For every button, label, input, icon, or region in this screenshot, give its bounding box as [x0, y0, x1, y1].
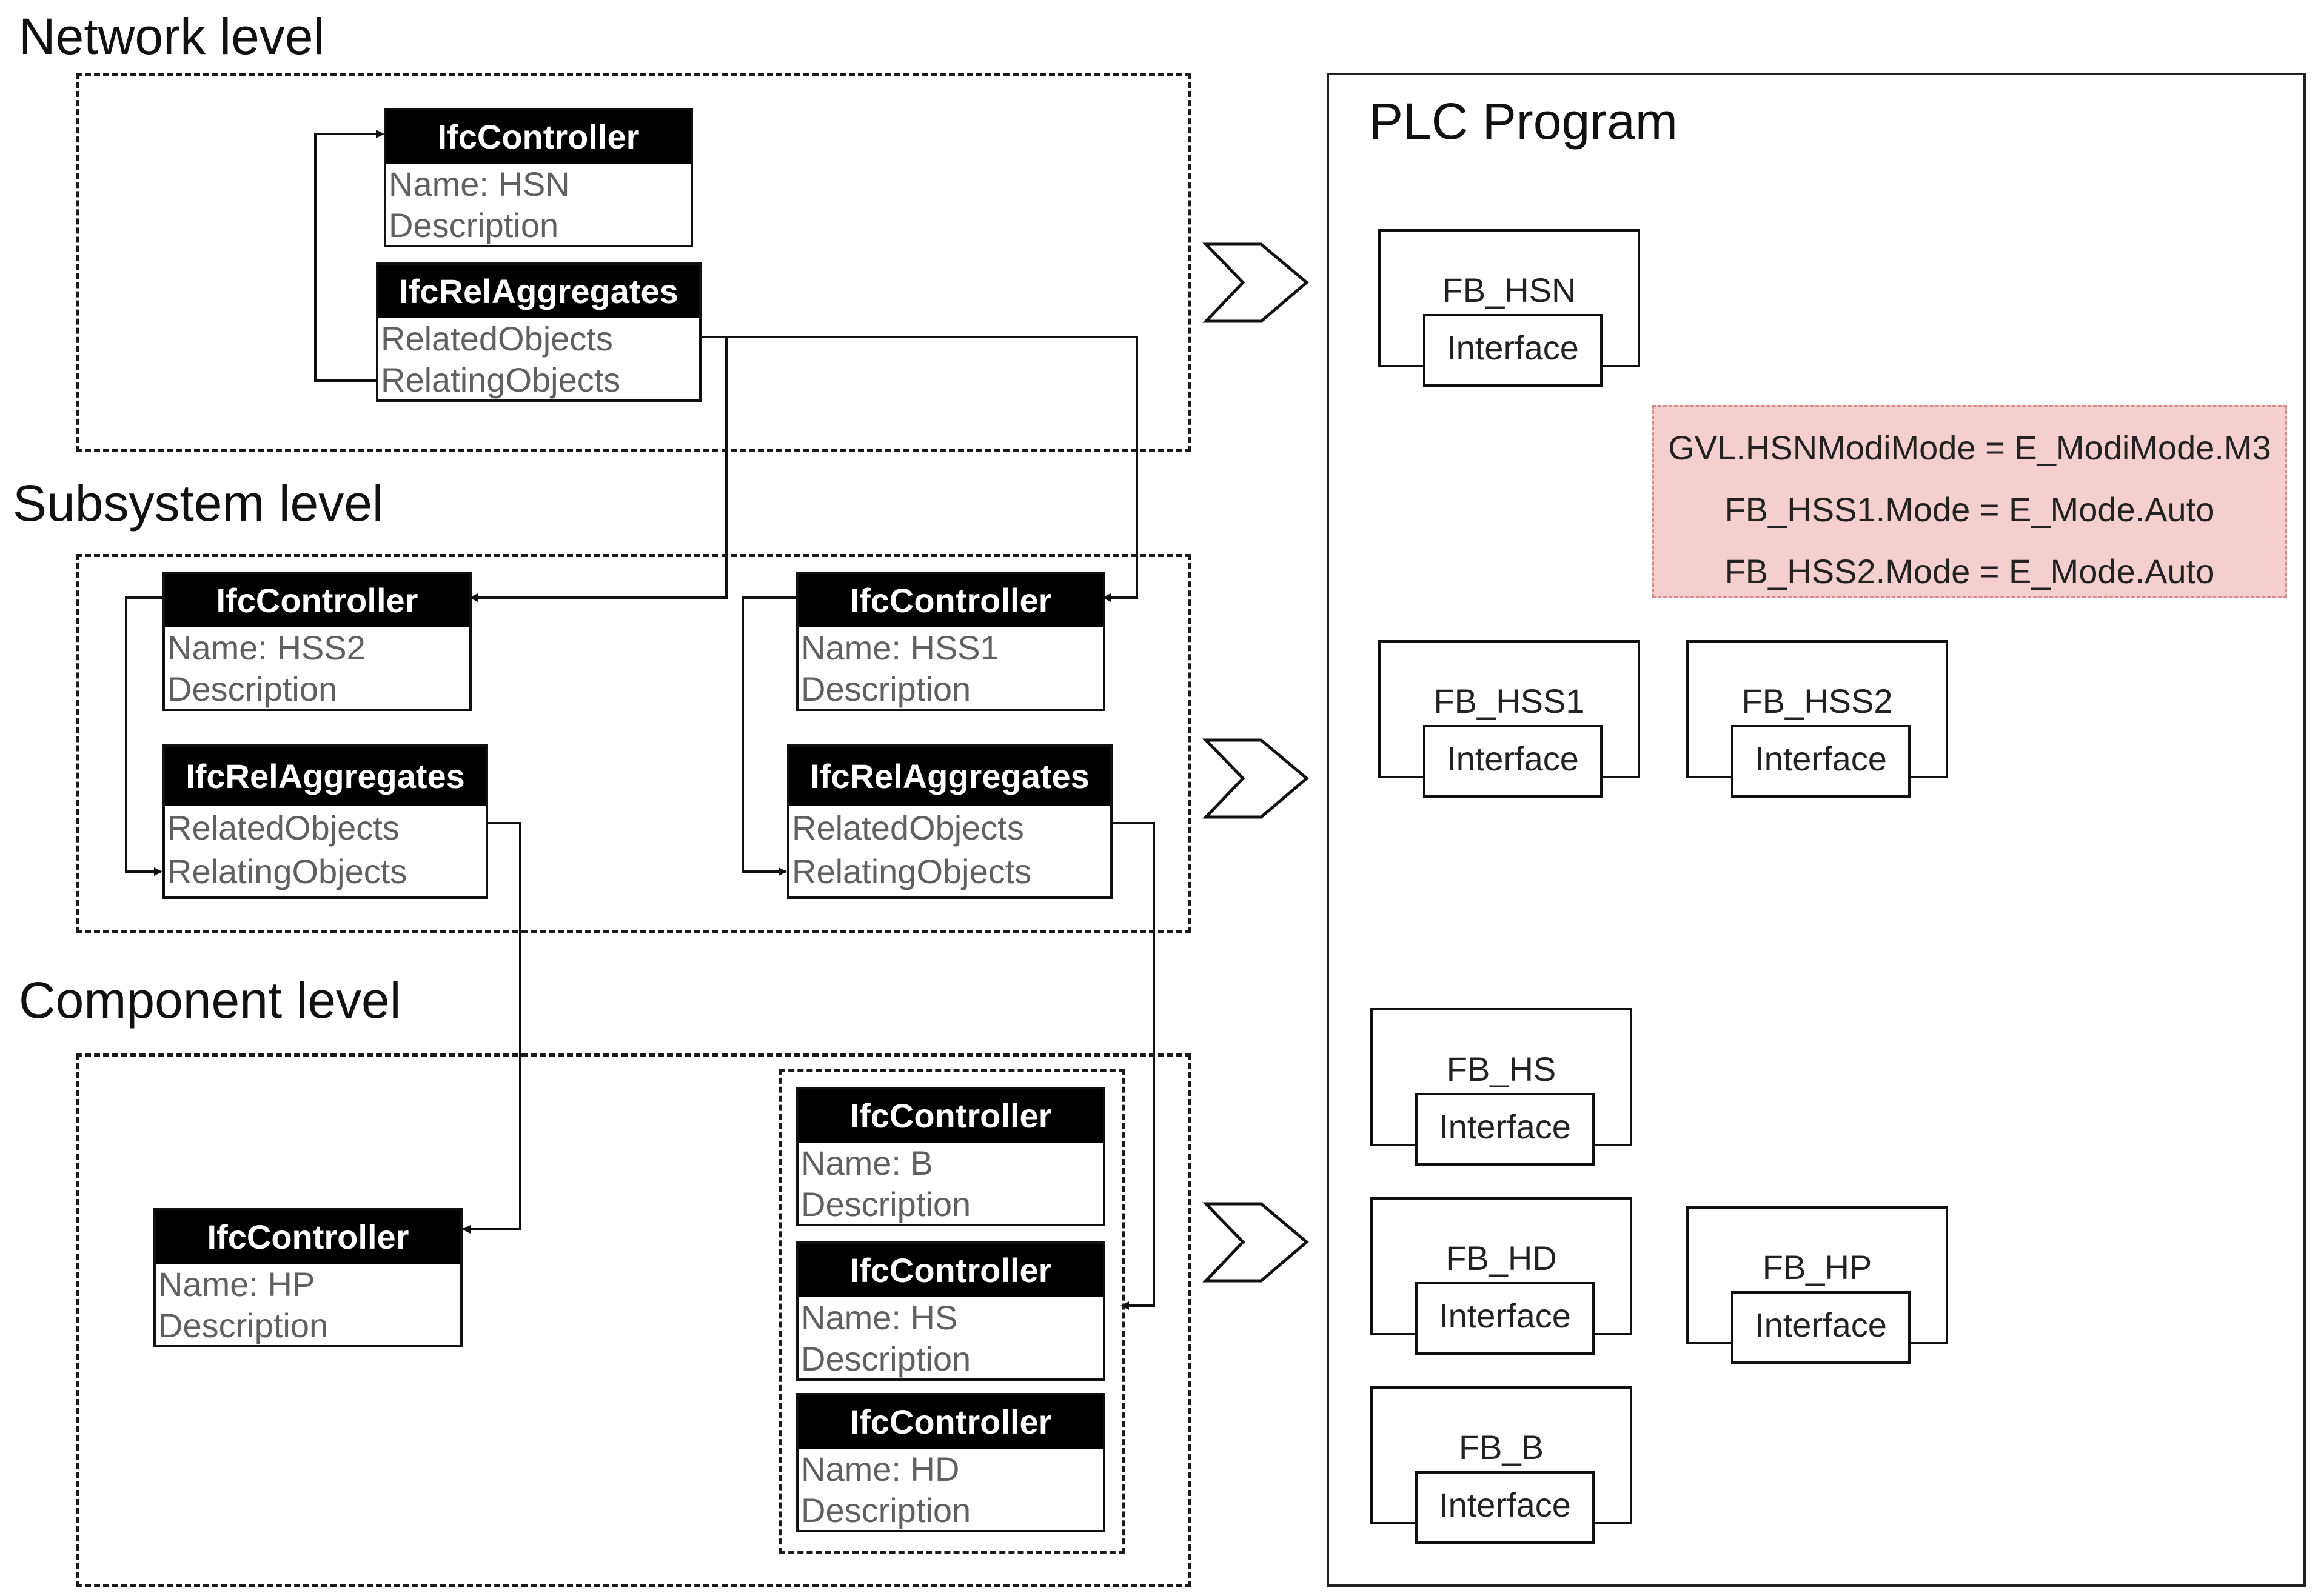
- fb-hsn: FB_HSN Interface: [1378, 229, 1640, 387]
- ifc-controller-header: IfcController: [156, 1210, 460, 1264]
- ifc-controller-name: Name: HS: [801, 1298, 958, 1337]
- fb-hd: FB_HD Interface: [1370, 1197, 1632, 1355]
- ifc-controller-header: IfcController: [386, 110, 691, 164]
- ifc-rel-aggregates-header: IfcRelAggregates: [378, 265, 699, 318]
- ifc-controller-hs: IfcController Name: HS Description: [796, 1241, 1105, 1381]
- ifc-controller-header: IfcController: [799, 1244, 1103, 1297]
- subsystem-level-title: Subsystem level: [13, 475, 384, 532]
- ifc-controller-name: Name: HP: [158, 1265, 315, 1303]
- component-level-container: [76, 1053, 1191, 1587]
- ifc-controller-b: IfcController Name: B Description: [796, 1087, 1105, 1226]
- level-chevron-network: [1202, 242, 1309, 323]
- relating-objects-label: RelatingObjects: [792, 852, 1032, 890]
- fb-interface: Interface: [1423, 725, 1603, 798]
- ifc-controller-name: Name: HSN: [389, 165, 570, 203]
- note-line-hss2-mode: FB_HSS2.Mode = E_Mode.Auto: [1724, 552, 2215, 590]
- ifc-controller-description: Description: [801, 1185, 971, 1223]
- fb-name: FB_B: [1458, 1428, 1544, 1466]
- fb-name: FB_HSS1: [1433, 682, 1585, 720]
- level-chevron-subsystem: [1202, 738, 1309, 819]
- fb-name: FB_HP: [1762, 1248, 1872, 1286]
- ifc-controller-header: IfcController: [799, 574, 1103, 627]
- fb-interface: Interface: [1423, 314, 1603, 387]
- note-line-hss1-mode: FB_HSS1.Mode = E_Mode.Auto: [1724, 490, 2215, 529]
- fb-name: FB_HSS2: [1741, 682, 1893, 720]
- related-objects-label: RelatedObjects: [792, 809, 1024, 847]
- ifc-controller-name: Name: HSS1: [801, 629, 999, 667]
- level-chevron-component: [1202, 1202, 1309, 1283]
- network-level-container: [76, 73, 1191, 452]
- ifc-controller-name: Name: HD: [801, 1450, 960, 1488]
- network-level-title: Network level: [19, 8, 325, 65]
- ifc-controller-description: Description: [801, 1340, 971, 1378]
- ifc-controller-header: IfcController: [165, 574, 469, 627]
- fb-hs: FB_HS Interface: [1370, 1008, 1632, 1166]
- note-line-modi-mode: GVL.HSNModiMode = E_ModiMode.M3: [1668, 429, 2271, 467]
- related-objects-label: RelatedObjects: [167, 809, 400, 847]
- ifc-controller-description: Description: [801, 670, 971, 708]
- fb-interface: Interface: [1415, 1282, 1595, 1355]
- ifc-controller-description: Description: [801, 1491, 971, 1529]
- component-group-container: [779, 1069, 1125, 1554]
- ifc-controller-header: IfcController: [799, 1395, 1103, 1449]
- fb-interface: Interface: [1731, 725, 1911, 798]
- ifc-controller-name: Name: B: [801, 1144, 933, 1182]
- ifc-rel-aggregates-header: IfcRelAggregates: [789, 747, 1110, 806]
- connector-hss2-loop: [125, 596, 162, 876]
- ifc-controller-header: IfcController: [799, 1089, 1103, 1143]
- fb-hss2: FB_HSS2 Interface: [1686, 640, 1948, 798]
- relating-objects-label: RelatingObjects: [167, 852, 407, 890]
- ifc-rel-aggregates-hss1: IfcRelAggregates RelatedObjects Relating…: [787, 744, 1113, 899]
- ifc-controller-hd: IfcController Name: HD Description: [796, 1393, 1105, 1532]
- ifc-controller-hss2: IfcController Name: HSS2 Description: [162, 572, 472, 711]
- fb-hp: FB_HP Interface: [1686, 1206, 1948, 1364]
- related-objects-label: RelatedObjects: [381, 319, 613, 358]
- ifc-controller-description: Description: [389, 206, 559, 244]
- relating-objects-label: RelatingObjects: [381, 361, 621, 399]
- fb-interface: Interface: [1415, 1471, 1595, 1544]
- connector-hss1-loop: [742, 596, 796, 876]
- connector-hss1-to-group: [1111, 822, 1155, 1310]
- mode-assignment-note: GVL.HSNModiMode = E_ModiMode.M3 FB_HSS1.…: [1652, 405, 2287, 598]
- ifc-controller-hsn: IfcController Name: HSN Description: [384, 108, 693, 247]
- plc-program-title: PLC Program: [1369, 93, 1678, 150]
- ifc-controller-description: Description: [167, 670, 338, 708]
- ifc-controller-description: Description: [158, 1306, 329, 1344]
- fb-name: FB_HSN: [1442, 271, 1576, 309]
- fb-name: FB_HD: [1445, 1239, 1557, 1277]
- ifc-controller-hp: IfcController Name: HP Description: [153, 1208, 463, 1347]
- ifc-rel-aggregates-hss2: IfcRelAggregates RelatedObjects Relating…: [162, 744, 488, 899]
- fb-hss1: FB_HSS1 Interface: [1378, 640, 1640, 798]
- connector-hsn-loop: [314, 130, 384, 382]
- ifc-controller-hss1: IfcController Name: HSS1 Description: [796, 572, 1105, 711]
- component-level-title: Component level: [19, 972, 401, 1029]
- fb-interface: Interface: [1415, 1093, 1595, 1166]
- fb-name: FB_HS: [1446, 1050, 1556, 1088]
- subsystem-level-container: [76, 554, 1191, 933]
- ifc-rel-aggregates-header: IfcRelAggregates: [165, 747, 486, 806]
- ifc-rel-aggregates-hsn: IfcRelAggregates RelatedObjects Relating…: [376, 262, 702, 402]
- connector-hsn-to-hss1: [702, 336, 1138, 602]
- fb-b: FB_B Interface: [1370, 1386, 1632, 1544]
- fb-interface: Interface: [1731, 1291, 1911, 1364]
- ifc-controller-name: Name: HSS2: [167, 629, 366, 667]
- connector-hss2-to-hp: [462, 822, 521, 1234]
